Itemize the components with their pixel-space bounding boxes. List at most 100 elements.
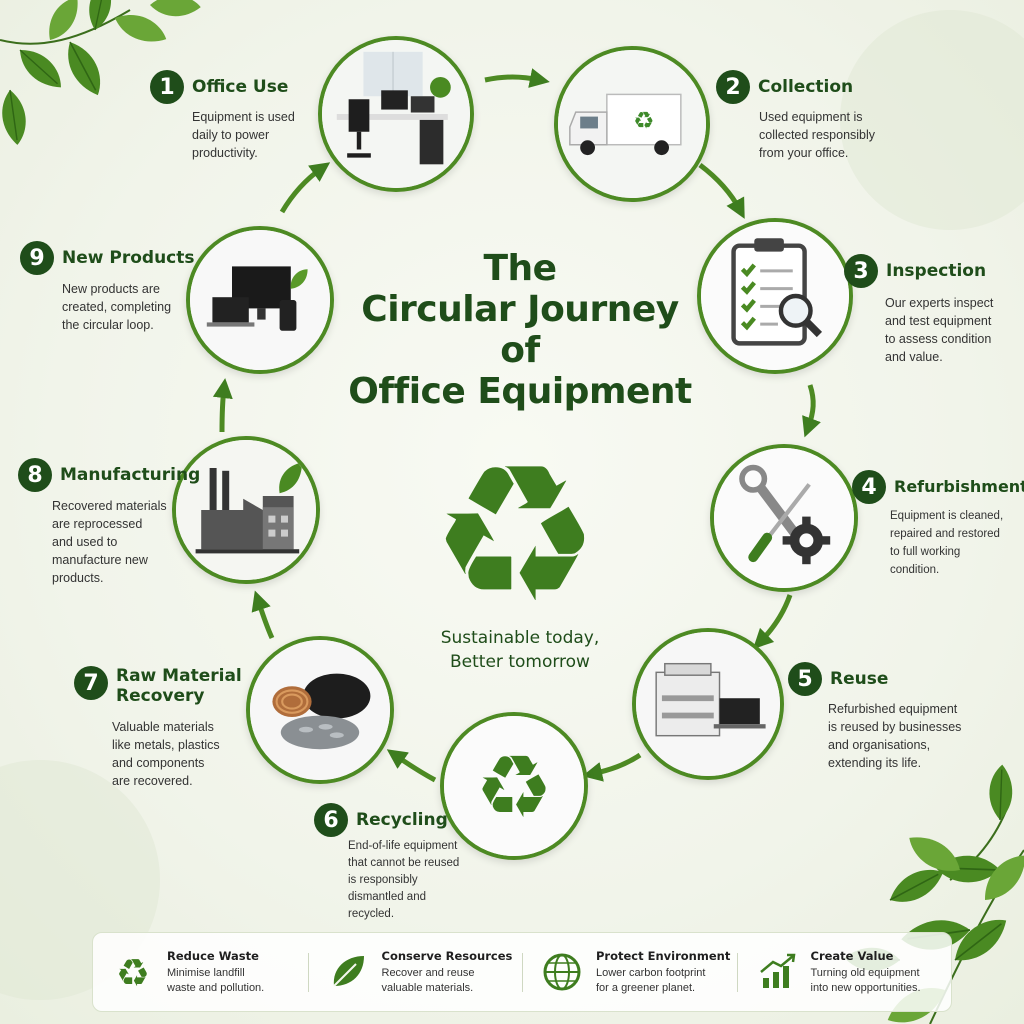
step-8-image (172, 436, 320, 584)
step-3-name: Inspection (886, 261, 987, 281)
step-8-desc-line: products. (52, 571, 104, 585)
benefit-text: for a greener planet. (596, 981, 696, 994)
step-7-desc-line: like metals, plastics (112, 738, 220, 752)
printer-laptop-icon (636, 632, 780, 776)
tagline: Sustainable today, Better tomorrow (380, 626, 660, 674)
step-7-name-line: Raw Material (116, 666, 242, 686)
step-6-number: 6 (314, 803, 348, 837)
step-9-desc-line: created, completing (62, 300, 172, 314)
step-3-description: Our experts inspect and test equipment t… (885, 294, 993, 366)
svg-text:♻: ♻ (475, 737, 553, 838)
step-1-desc-line: Equipment is used (192, 110, 295, 124)
step-6-desc-line: that cannot be reused (348, 857, 460, 869)
step-3-desc-line: and test equipment (885, 314, 992, 328)
arrow-3-to-4 (802, 384, 821, 438)
step-2-desc-line: from your office. (759, 146, 849, 160)
title-line: of (500, 330, 540, 371)
benefit-text: waste and pollution. (167, 981, 265, 994)
arrow-1-to-2 (484, 68, 550, 88)
benefit-text: Minimise landfill (167, 966, 245, 979)
step-1-number: 1 (150, 70, 184, 104)
step-4-desc-line: repaired and restored (890, 528, 1000, 540)
svg-text:♻: ♻ (430, 430, 600, 620)
step-9-desc-line: New products are (62, 282, 160, 296)
step-8-desc-line: manufacture new (52, 553, 148, 567)
step-5-desc-line: is reused by businesses (828, 720, 962, 734)
step-1-desc-line: productivity. (192, 146, 258, 160)
step-4-description: Equipment is cleaned, repaired and resto… (890, 507, 1003, 579)
step-2-title: 2 Collection (716, 70, 853, 104)
benefit-title: Conserve Resources (381, 948, 513, 963)
step-6-description: End-of-life equipment that cannot be reu… (348, 838, 459, 923)
step-4-image (710, 444, 858, 592)
step-4-desc-line: condition. (890, 564, 940, 576)
benefit-reduce-waste: ♻ Reduce Waste Minimise landfill waste a… (93, 949, 308, 996)
step-3-title: 3 Inspection (844, 254, 986, 288)
step-7-description: Valuable materials like metals, plastics… (112, 718, 220, 790)
step-1-title: 1 Office Use (150, 70, 288, 104)
step-1-name: Office Use (192, 77, 289, 97)
arrow-9-to-1 (279, 162, 331, 214)
step-7-desc-line: are recovered. (112, 774, 193, 788)
benefit-protect-environment: Protect Environment Lower carbon footpri… (522, 949, 737, 996)
step-4-title: 4 Refurbishment (852, 470, 1024, 504)
step-7-name: Raw Material Recovery (116, 666, 242, 706)
step-9-description: New products are created, completing the… (62, 280, 171, 334)
benefit-conserve-resources: Conserve Resources Recover and reuse val… (307, 948, 523, 996)
benefit-text: Turning old equipment (810, 966, 920, 979)
step-7-title: 7 Raw Material Recovery (74, 666, 242, 706)
step-1-description: Equipment is used daily to power product… (192, 108, 295, 162)
arrow-6-to-7 (386, 749, 437, 783)
tagline-line: Better tomorrow (450, 652, 590, 672)
step-9-name: New Products (62, 248, 195, 268)
benefit-create-value: Create Value Turning old equipment into … (736, 949, 952, 996)
clipboard-checklist-icon (701, 222, 849, 370)
step-6-title: 6 Recycling (314, 803, 448, 837)
step-1-desc-line: daily to power (192, 128, 270, 142)
center-recycle-icon: ♻ (430, 430, 600, 620)
step-5-desc-line: Refurbished equipment (828, 702, 958, 716)
benefit-text: Recover and reuse (381, 966, 475, 979)
step-7-name-line: Recovery (116, 686, 205, 706)
step-8-desc-line: and used to (52, 535, 118, 549)
step-9-number: 9 (20, 241, 54, 275)
step-7-image (246, 636, 394, 784)
step-5-desc-line: extending its life. (828, 756, 922, 770)
step-7-number: 7 (74, 666, 108, 700)
tagline-line: Sustainable today, (440, 628, 600, 648)
step-3-image (697, 218, 853, 374)
leaf-icon (332, 956, 364, 987)
step-4-name: Refurbishment (894, 477, 1024, 496)
recycle-symbol-icon: ♻ (444, 716, 584, 856)
step-5-image (632, 628, 784, 780)
step-8-name: Manufacturing (60, 465, 201, 485)
title-line: Circular Journey (361, 289, 679, 330)
step-7-desc-line: and components (112, 756, 205, 770)
benefits-bar: ♻ Reduce Waste Minimise landfill waste a… (92, 932, 952, 1012)
step-3-number: 3 (844, 254, 878, 288)
globe-icon (543, 953, 581, 991)
svg-text:♻: ♻ (116, 951, 150, 994)
step-5-description: Refurbished equipment is reused by busin… (828, 700, 961, 772)
step-4-desc-line: Equipment is cleaned, (890, 510, 1004, 522)
raw-materials-icon (250, 640, 390, 780)
step-8-title: 8 Manufacturing (18, 458, 200, 492)
title-line: Office Equipment (348, 371, 692, 412)
step-2-image: ♻ (554, 46, 710, 202)
step-3-desc-line: to assess condition (885, 332, 992, 346)
step-2-number: 2 (716, 70, 750, 104)
step-3-desc-line: and value. (885, 350, 943, 364)
arrow-5-to-6 (582, 752, 642, 782)
step-8-desc-line: Recovered materials (52, 499, 167, 513)
step-9-title: 9 New Products (20, 241, 195, 275)
step-2-desc-line: collected responsibly (759, 128, 876, 142)
step-2-desc-line: Used equipment is (759, 110, 863, 124)
svg-text:♻: ♻ (633, 106, 654, 134)
new-devices-icon (190, 230, 330, 370)
step-8-number: 8 (18, 458, 52, 492)
benefit-text: Lower carbon footprint (596, 966, 706, 979)
step-2-name: Collection (758, 77, 854, 97)
step-8-desc-line: are reprocessed (52, 517, 143, 531)
recycle-icon: ♻ (116, 951, 150, 994)
step-6-image: ♻ (440, 712, 588, 860)
